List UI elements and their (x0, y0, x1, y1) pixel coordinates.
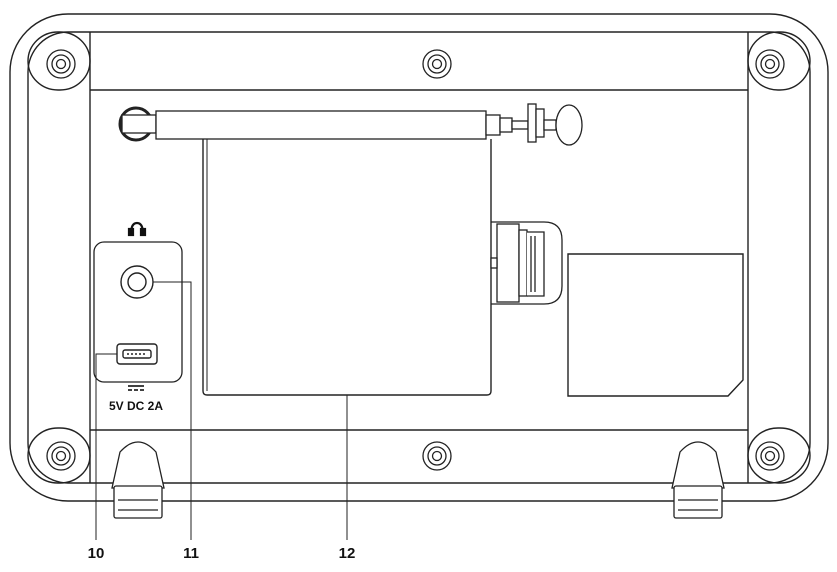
screw-bottom-left (46, 441, 76, 471)
usb-power-port (116, 343, 158, 365)
screw-top-right (755, 49, 785, 79)
corner-pad-bottom-left (27, 427, 91, 484)
dc-symbol-icon (128, 385, 144, 391)
card-slot (490, 221, 563, 305)
screw-top-center (422, 49, 452, 79)
battery-compartment-cover (202, 139, 492, 396)
callout-12: 12 (339, 545, 356, 562)
label-plate (567, 253, 744, 397)
screw-bottom-right (755, 441, 785, 471)
callout-11: 11 (183, 545, 199, 562)
headphone-icon (127, 221, 147, 237)
screw-top-left (46, 49, 76, 79)
connector-panel (93, 241, 183, 383)
foot-left (111, 441, 165, 519)
housing-outer (9, 13, 829, 502)
housing-inner-rim (27, 31, 811, 484)
headphone-jack (120, 265, 154, 299)
callout-10: 10 (88, 545, 105, 562)
screw-bottom-center (422, 441, 452, 471)
telescopic-antenna (118, 103, 583, 146)
foot-right (671, 441, 725, 519)
corner-pad-top-left (27, 31, 91, 91)
leader-line-10 (95, 353, 117, 540)
leader-line-11 (153, 281, 192, 540)
power-rating-label: 5V DC 2A (109, 399, 163, 413)
